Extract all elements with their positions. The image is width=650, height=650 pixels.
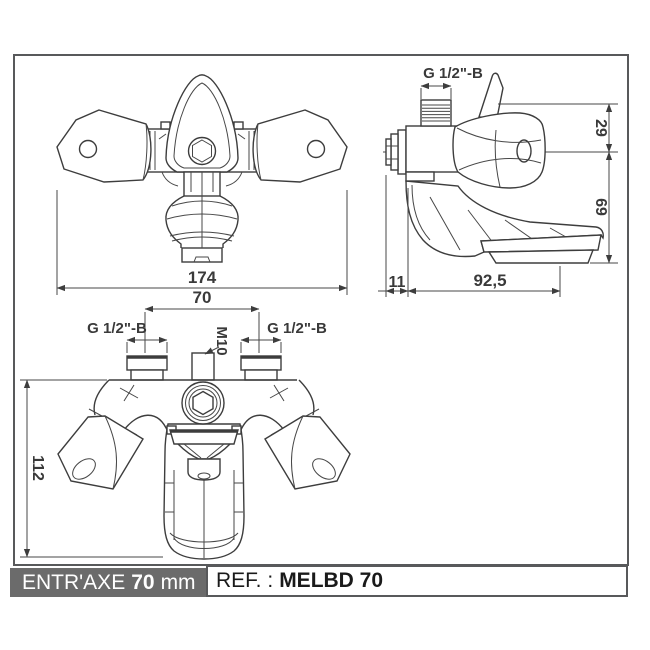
- right-handle: [252, 109, 348, 183]
- dim-112-label: 112: [29, 455, 46, 481]
- hex-bore: [192, 139, 212, 163]
- dim-174-label: 174: [188, 268, 217, 287]
- side-knob: [452, 112, 546, 189]
- dim-70-label: 70: [193, 288, 212, 307]
- entraxe-label: ENTR'AXE: [22, 571, 126, 594]
- front-view: 174: [56, 74, 348, 295]
- top-thread-label-left: G 1/2"-B: [87, 320, 147, 337]
- dim-69-label: 69: [592, 198, 609, 216]
- ref-label: REF. :: [216, 569, 274, 592]
- left-handle: [56, 109, 152, 183]
- entraxe-value: 70: [131, 571, 155, 594]
- dim-29-label: 29: [592, 119, 609, 137]
- m10-stud: [191, 352, 215, 381]
- left-handle-top: [57, 415, 144, 490]
- right-handle-top: [264, 415, 351, 490]
- side-view: G 1/2"-B 29 69 11 92,5: [378, 65, 618, 297]
- m10-label: M10: [213, 326, 230, 355]
- side-thread-label: G 1/2"-B: [423, 65, 483, 82]
- ref-value: MELBD 70: [279, 569, 384, 592]
- entraxe-unit: mm: [160, 571, 196, 594]
- dim-92-5-label: 92,5: [473, 271, 506, 290]
- dim-11-label: 11: [389, 274, 406, 291]
- top-thread-label-right: G 1/2"-B: [267, 320, 327, 337]
- hex-top: [192, 390, 214, 416]
- top-view: 70 G 1/2"-B G 1/2"-B M10 112: [20, 288, 351, 560]
- reference-banner: REF. :MELBD 70: [206, 565, 628, 597]
- side-thread-stub: [420, 99, 452, 127]
